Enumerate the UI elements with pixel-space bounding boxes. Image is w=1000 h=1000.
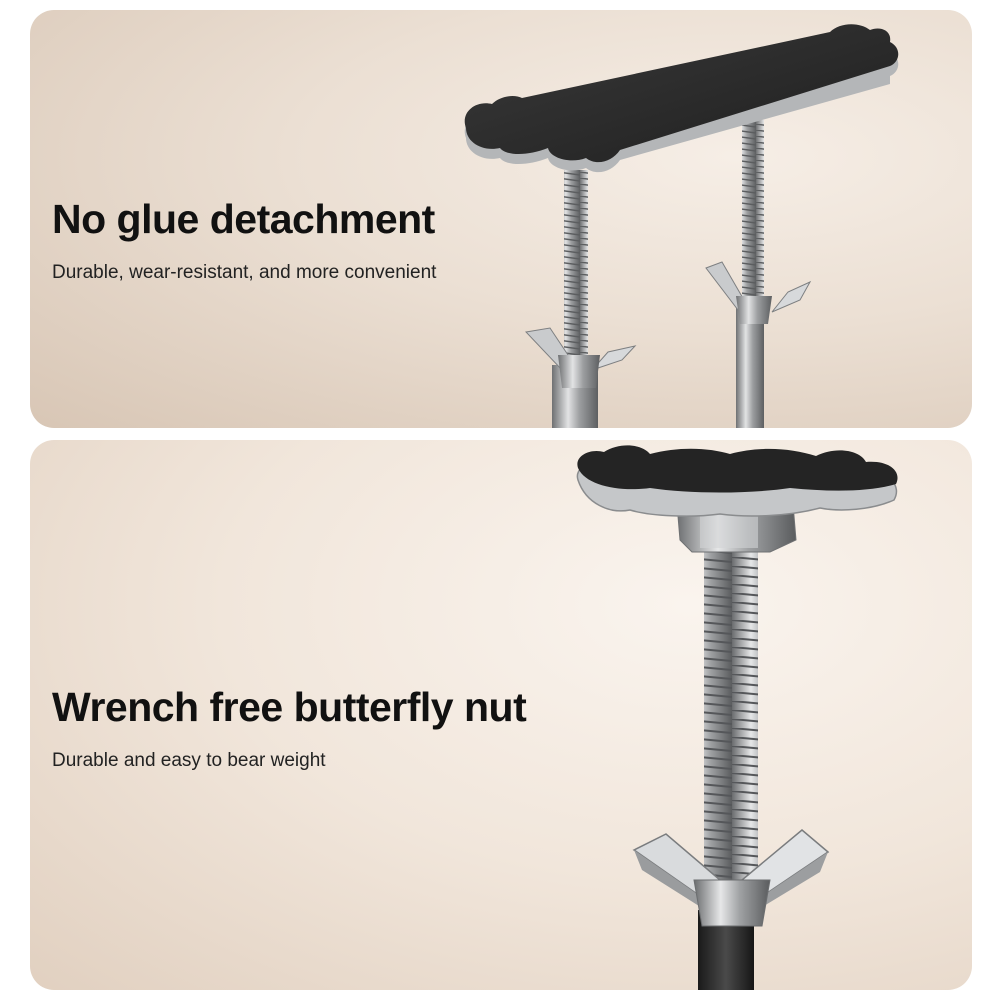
glue-free-bracket-illustration <box>464 24 899 428</box>
headline: No glue detachment <box>52 196 435 242</box>
butterfly-nut-illustration <box>576 445 898 990</box>
feature-panel-bottom: Wrench free butterfly nut Durable and ea… <box>30 440 972 990</box>
subtitle: Durable, wear-resistant, and more conven… <box>52 262 437 283</box>
subtitle: Durable and easy to bear weight <box>52 750 326 771</box>
feature-panel-top: No glue detachment Durable, wear-resista… <box>30 10 972 428</box>
headline: Wrench free butterfly nut <box>52 684 527 730</box>
